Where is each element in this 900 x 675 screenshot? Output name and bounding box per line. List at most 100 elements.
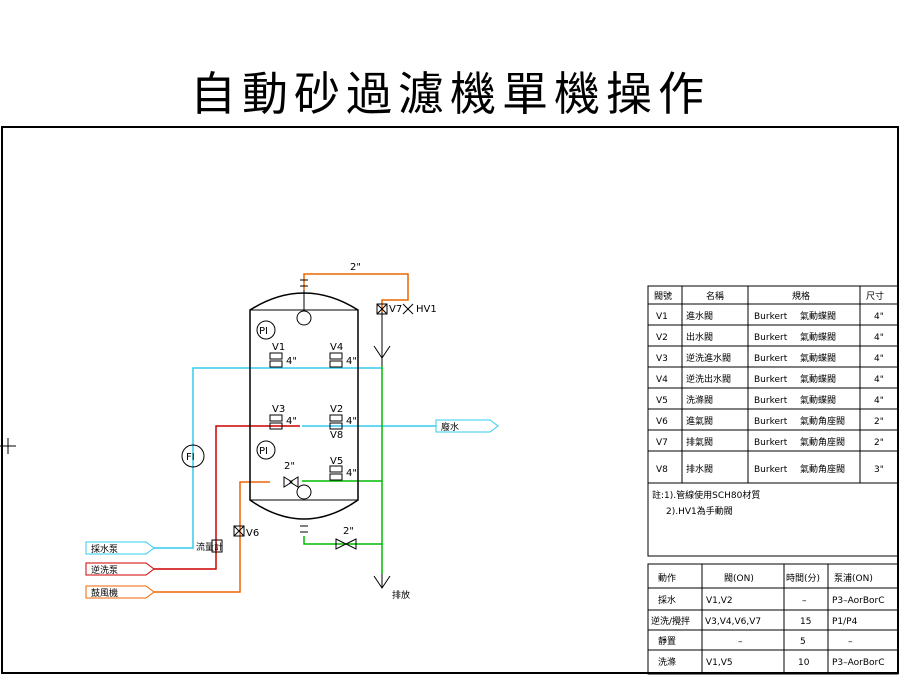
svg-text:V4: V4 — [656, 375, 668, 385]
svg-text:Burkert: Burkert — [754, 354, 788, 364]
v6-label: V6 — [246, 528, 259, 539]
svg-text:15: 15 — [800, 617, 811, 627]
top-size: 2" — [350, 262, 361, 273]
svg-text:逆洗出水閥: 逆洗出水閥 — [686, 373, 731, 385]
svg-text:氣動蝶閥: 氣動蝶閥 — [800, 373, 836, 385]
vt-header-size: 尺寸 — [866, 290, 884, 302]
drain-funnel — [373, 575, 391, 589]
v7-label: V7 — [389, 304, 402, 315]
svg-text:氣動蝶閥: 氣動蝶閥 — [800, 394, 836, 406]
v1-label: V1 — [272, 342, 285, 353]
v1-size: 4" — [286, 356, 297, 367]
hv1-label: HV1 — [416, 304, 437, 315]
svg-text:洗滌閥: 洗滌閥 — [686, 394, 713, 406]
vt-header-valve: 閥號 — [654, 290, 672, 302]
bottom-size: 2" — [343, 526, 354, 537]
valve-v5 — [329, 465, 343, 481]
svg-text:Burkert: Burkert — [754, 312, 788, 322]
vent-funnel — [373, 345, 391, 359]
svg-text:出水閥: 出水閥 — [686, 331, 713, 343]
svg-text:進水閥: 進水閥 — [686, 310, 713, 322]
svg-text:V5: V5 — [656, 396, 668, 406]
svg-text:4": 4" — [874, 333, 884, 343]
pi-mid-label: PI — [259, 446, 268, 457]
svg-text:V1,V2: V1,V2 — [706, 596, 733, 606]
note-2: 2).HV1為手動閥 — [666, 505, 733, 517]
pid-drawing: PI PI FI V1 4" V4 4" V3 4" V2 4" V8 V5 4… — [0, 126, 899, 675]
svg-text:2": 2" — [874, 417, 884, 427]
ot-row: 靜置 – 5 – — [658, 635, 853, 647]
svg-text:V6: V6 — [656, 417, 668, 427]
svg-text:Burkert: Burkert — [754, 333, 788, 343]
svg-text:Burkert: Burkert — [754, 438, 788, 448]
ot-header-action: 動作 — [658, 572, 676, 584]
pressure-gauge-top — [256, 320, 276, 340]
svg-text:V2: V2 — [656, 333, 668, 343]
valve-v2 — [329, 414, 343, 430]
svg-text:氣動角座閥: 氣動角座閥 — [800, 463, 845, 475]
mid-size: 2" — [284, 461, 295, 472]
svg-text:V1,V5: V1,V5 — [706, 658, 733, 668]
svg-text:10: 10 — [798, 658, 810, 668]
backwash-pump-label: 逆洗泵 — [91, 564, 118, 576]
valve-v4 — [329, 352, 343, 368]
svg-text:V7: V7 — [656, 438, 668, 448]
vt-header-name: 名稱 — [706, 290, 724, 302]
svg-text:V3,V4,V6,V7: V3,V4,V6,V7 — [705, 617, 761, 627]
v3-label: V3 — [272, 404, 285, 415]
svg-text:氣動蝶閥: 氣動蝶閥 — [800, 331, 836, 343]
svg-text:氣動蝶閥: 氣動蝶閥 — [800, 352, 836, 364]
ot-header-pump: 泵浦(ON) — [834, 572, 873, 584]
vt-row: V1 進水閥 Burkert 氣動蝶閥 4" — [656, 310, 884, 322]
pi-top-label: PI — [259, 326, 268, 337]
svg-text:4": 4" — [874, 354, 884, 364]
fi-label: FI — [186, 452, 195, 463]
valve-v7 — [376, 303, 388, 315]
flag-filter-pump: 採水泵 — [85, 541, 155, 555]
waste-label: 廢水 — [441, 421, 459, 433]
svg-text:氣動角座閥: 氣動角座閥 — [800, 415, 845, 427]
ot-row: 採水 V1,V2 – P3–AorBorC — [658, 594, 885, 606]
air-pipe — [154, 481, 270, 593]
filter-vessel — [249, 279, 359, 533]
vt-row: V2 出水閥 Burkert 氣動蝶閥 4" — [656, 331, 884, 343]
valve-v6 — [233, 525, 245, 537]
ot-header-valve: 閥(ON) — [724, 573, 754, 584]
svg-text:P3–AorBorC: P3–AorBorC — [832, 596, 885, 606]
ot-row: 逆洗/攪拌 V3,V4,V6,V7 15 P1/P4 — [651, 615, 858, 627]
flag-backwash-pump: 逆洗泵 — [85, 562, 155, 576]
svg-text:4": 4" — [874, 396, 884, 406]
svg-text:氣動蝶閥: 氣動蝶閥 — [800, 310, 836, 322]
vent-pipe — [303, 273, 409, 312]
ot-header-time: 時間(分) — [786, 573, 820, 584]
valve-v3 — [269, 414, 283, 430]
valve-table: 閥號 名稱 規格 尺寸 V1 進水閥 Burkert 氣動蝶閥 4" V2 出水… — [647, 285, 899, 557]
svg-text:氣動角座閥: 氣動角座閥 — [800, 436, 845, 448]
svg-text:逆洗/攪拌: 逆洗/攪拌 — [651, 615, 690, 627]
vt-header-spec: 規格 — [792, 290, 810, 302]
v2-label: V2 — [330, 404, 343, 415]
svg-text:Burkert: Burkert — [754, 396, 788, 406]
vt-row: V5 洗滌閥 Burkert 氣動蝶閥 4" — [656, 394, 884, 406]
svg-text:–: – — [738, 637, 743, 647]
v2-size: 4" — [346, 416, 357, 427]
vt-row: V3 逆洗進水閥 Burkert 氣動蝶閥 4" — [656, 352, 884, 364]
operation-table: 動作 閥(ON) 時間(分) 泵浦(ON) 採水 V1,V2 – P3–AorB… — [647, 563, 899, 675]
svg-text:–: – — [848, 637, 853, 647]
v4-label: V4 — [330, 342, 343, 353]
svg-text:洗滌: 洗滌 — [658, 656, 676, 668]
vt-row: V7 排氣閥 Burkert 氣動角座閥 2" — [656, 436, 884, 448]
pressure-gauge-mid — [256, 440, 276, 460]
flag-waste: 廢水 — [435, 419, 499, 433]
feed-pipe — [154, 367, 382, 549]
svg-text:V8: V8 — [656, 465, 668, 475]
meter-valve — [211, 539, 223, 553]
valve-hv1 — [402, 303, 414, 315]
v5-label: V5 — [330, 456, 343, 467]
vt-row: V6 進氣閥 Burkert 氣動角座閥 2" — [656, 415, 884, 427]
valve-v1 — [269, 352, 283, 368]
v3-size: 4" — [286, 416, 297, 427]
ot-row: 洗滌 V1,V5 10 P3–AorBorC — [658, 656, 885, 668]
svg-text:5: 5 — [800, 637, 806, 647]
vt-row: V4 逆洗出水閥 Burkert 氣動蝶閥 4" — [656, 373, 884, 385]
